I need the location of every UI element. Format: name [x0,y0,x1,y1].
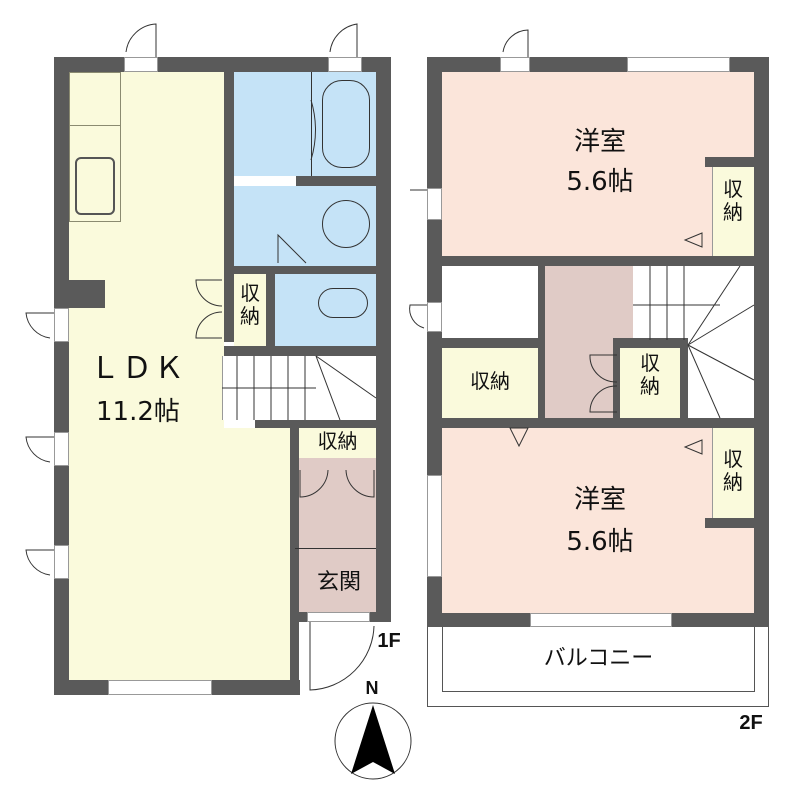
label-ldk: ＬＤＫ [90,351,186,386]
label-ldk-size: 11.2帖 [96,397,180,427]
room-hall-west[interactable] [442,266,538,338]
wall-2f-mid-south [442,418,754,428]
window-2f-left-1[interactable] [427,188,442,220]
room-western-north[interactable] [442,72,754,256]
window-2f-top[interactable] [627,57,730,72]
wall-2f-mid-north [442,256,754,266]
room-ldk-lower [69,428,290,680]
toilet-icon [318,288,368,318]
entrance-step [295,548,376,549]
room-storage-2f-a[interactable] [712,167,754,256]
room-entrance[interactable] [299,458,376,612]
bathtub-icon [322,80,370,168]
door-1f-left-1[interactable] [54,308,69,342]
compass-circle-icon [334,702,412,780]
bathroom-divider [311,72,312,176]
label-storage-2f-b: 収納 [470,369,510,393]
wall-hall-west-bottom [442,338,544,348]
window-2f-left-2[interactable] [427,302,442,332]
kitchen-counter [69,72,121,222]
room-storage-2f-d[interactable] [712,428,754,518]
label-storage-1f-b: 収納 [317,429,358,453]
door-1f-top-right[interactable] [328,57,362,72]
label-western-south: 洋室 [573,485,626,515]
label-western-north: 洋室 [573,127,626,157]
kitchen-counter-divider [69,125,121,126]
room-balcony[interactable] [442,627,755,692]
window-1f-bottom[interactable] [108,680,212,695]
label-western-north-size: 5.6帖 [566,167,634,197]
washbasin-icon [322,200,370,248]
room-storage-2f-c[interactable] [620,348,680,418]
door-1f-top-left[interactable] [124,57,158,72]
label-storage-2f-d: 収 納 [723,447,743,494]
room-storage-1f-a[interactable] [234,274,266,346]
wall-2f-right [754,57,769,627]
label-storage-2f-a: 収 納 [723,177,743,224]
front-door[interactable] [307,612,370,622]
window-2f-left-3[interactable] [427,475,442,577]
wall-ldk-wet [224,72,234,342]
door-swing-icon [125,23,157,57]
compass-label: N [365,678,379,698]
wall-1f-entry-side [290,420,299,695]
room-storage-1f-b[interactable] [299,428,376,458]
wall-hall-divider [538,266,545,428]
label-western-south-size: 5.6帖 [566,527,634,557]
door-1f-left-3[interactable] [54,545,69,579]
door-swing-icon [329,23,358,57]
north-arrow-icon [351,705,395,774]
door-1f-left-2[interactable] [54,432,69,466]
window-2f-balcony[interactable] [530,613,672,627]
wall-ldk-pillar [69,280,105,308]
wall-1f-left [54,57,69,695]
label-storage-1f-a: 収 納 [240,281,260,328]
wall-bath-wash [296,176,376,186]
sink-icon [75,157,115,215]
floor-tag-1f: 1F [377,630,401,652]
label-balcony: バルコニー [543,646,654,671]
wall-toilet-left [266,274,275,350]
room-storage-2f-b[interactable] [442,348,538,418]
room-western-south[interactable] [442,428,754,613]
wall-wash-toilet [224,266,376,274]
label-storage-2f-c: 収 納 [640,351,660,398]
wall-stairs-bottom [255,420,376,428]
balcony-outer [427,627,769,707]
door-2f-top[interactable] [500,57,530,72]
label-entrance: 玄関 [316,570,361,595]
floor-tag-2f: 2F [739,712,763,734]
wall-closet-2f-d [705,518,754,528]
wall-closet-2f-a [705,157,754,167]
wall-1f-right [376,57,391,619]
wall-storage-bottom [224,346,376,356]
